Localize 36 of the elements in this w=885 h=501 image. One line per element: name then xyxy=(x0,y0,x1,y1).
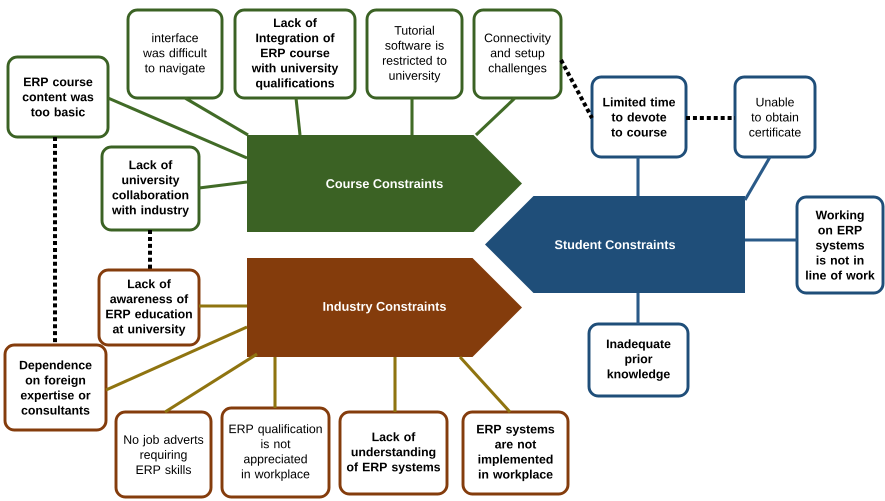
cause-box: Lack of awareness of ERP education at university xyxy=(98,268,200,346)
connector-line xyxy=(745,238,797,242)
cause-box: Connectivity and setup challenges xyxy=(472,8,562,100)
connector-line xyxy=(105,326,248,392)
cause-box: Limited time to devote to course xyxy=(590,76,688,158)
cause-box: Tutorial software is restricted to university xyxy=(366,8,464,100)
connector-line xyxy=(198,180,248,190)
cause-box: ERP qualification is not appreciated in workplace xyxy=(220,406,330,498)
cause-box: Dependence on foreign expertise or consultants xyxy=(4,344,108,432)
connector-line xyxy=(636,293,640,324)
connector-line xyxy=(164,352,258,414)
cause-box: ERP course content was too basic xyxy=(6,56,110,138)
connector-line xyxy=(410,98,414,135)
cause-box: No job adverts requiring ERP skills xyxy=(114,410,212,498)
connector-line xyxy=(148,230,152,270)
connector-line xyxy=(458,356,512,414)
cause-box: Working on ERP systems is not in line of work xyxy=(796,196,884,294)
connector-line xyxy=(474,96,516,136)
cause-box: Lack of university collaboration with industry xyxy=(100,146,200,232)
connector-line xyxy=(107,96,248,160)
cause-box: ERP systems are not implemented in workplace xyxy=(462,410,570,496)
connector-line xyxy=(273,357,277,408)
cause-box: Lack of Integration of ERP course with university qualifications xyxy=(234,8,356,100)
cause-box: Unable to obtain certificate xyxy=(734,76,816,158)
connector-line xyxy=(184,96,249,136)
connector-line xyxy=(393,357,397,412)
connector-line xyxy=(559,59,594,119)
connector-line xyxy=(294,98,302,136)
connector-line xyxy=(686,116,735,120)
cause-box: Inadequate prior knowledge xyxy=(588,322,690,398)
connector-line xyxy=(53,137,57,345)
connector-line xyxy=(636,157,640,196)
connector-line xyxy=(199,304,247,308)
cause-box: interface was difficult to navigate xyxy=(126,8,224,100)
cause-box: Lack of understanding of ERP systems xyxy=(338,410,448,496)
connector-line xyxy=(744,156,772,201)
